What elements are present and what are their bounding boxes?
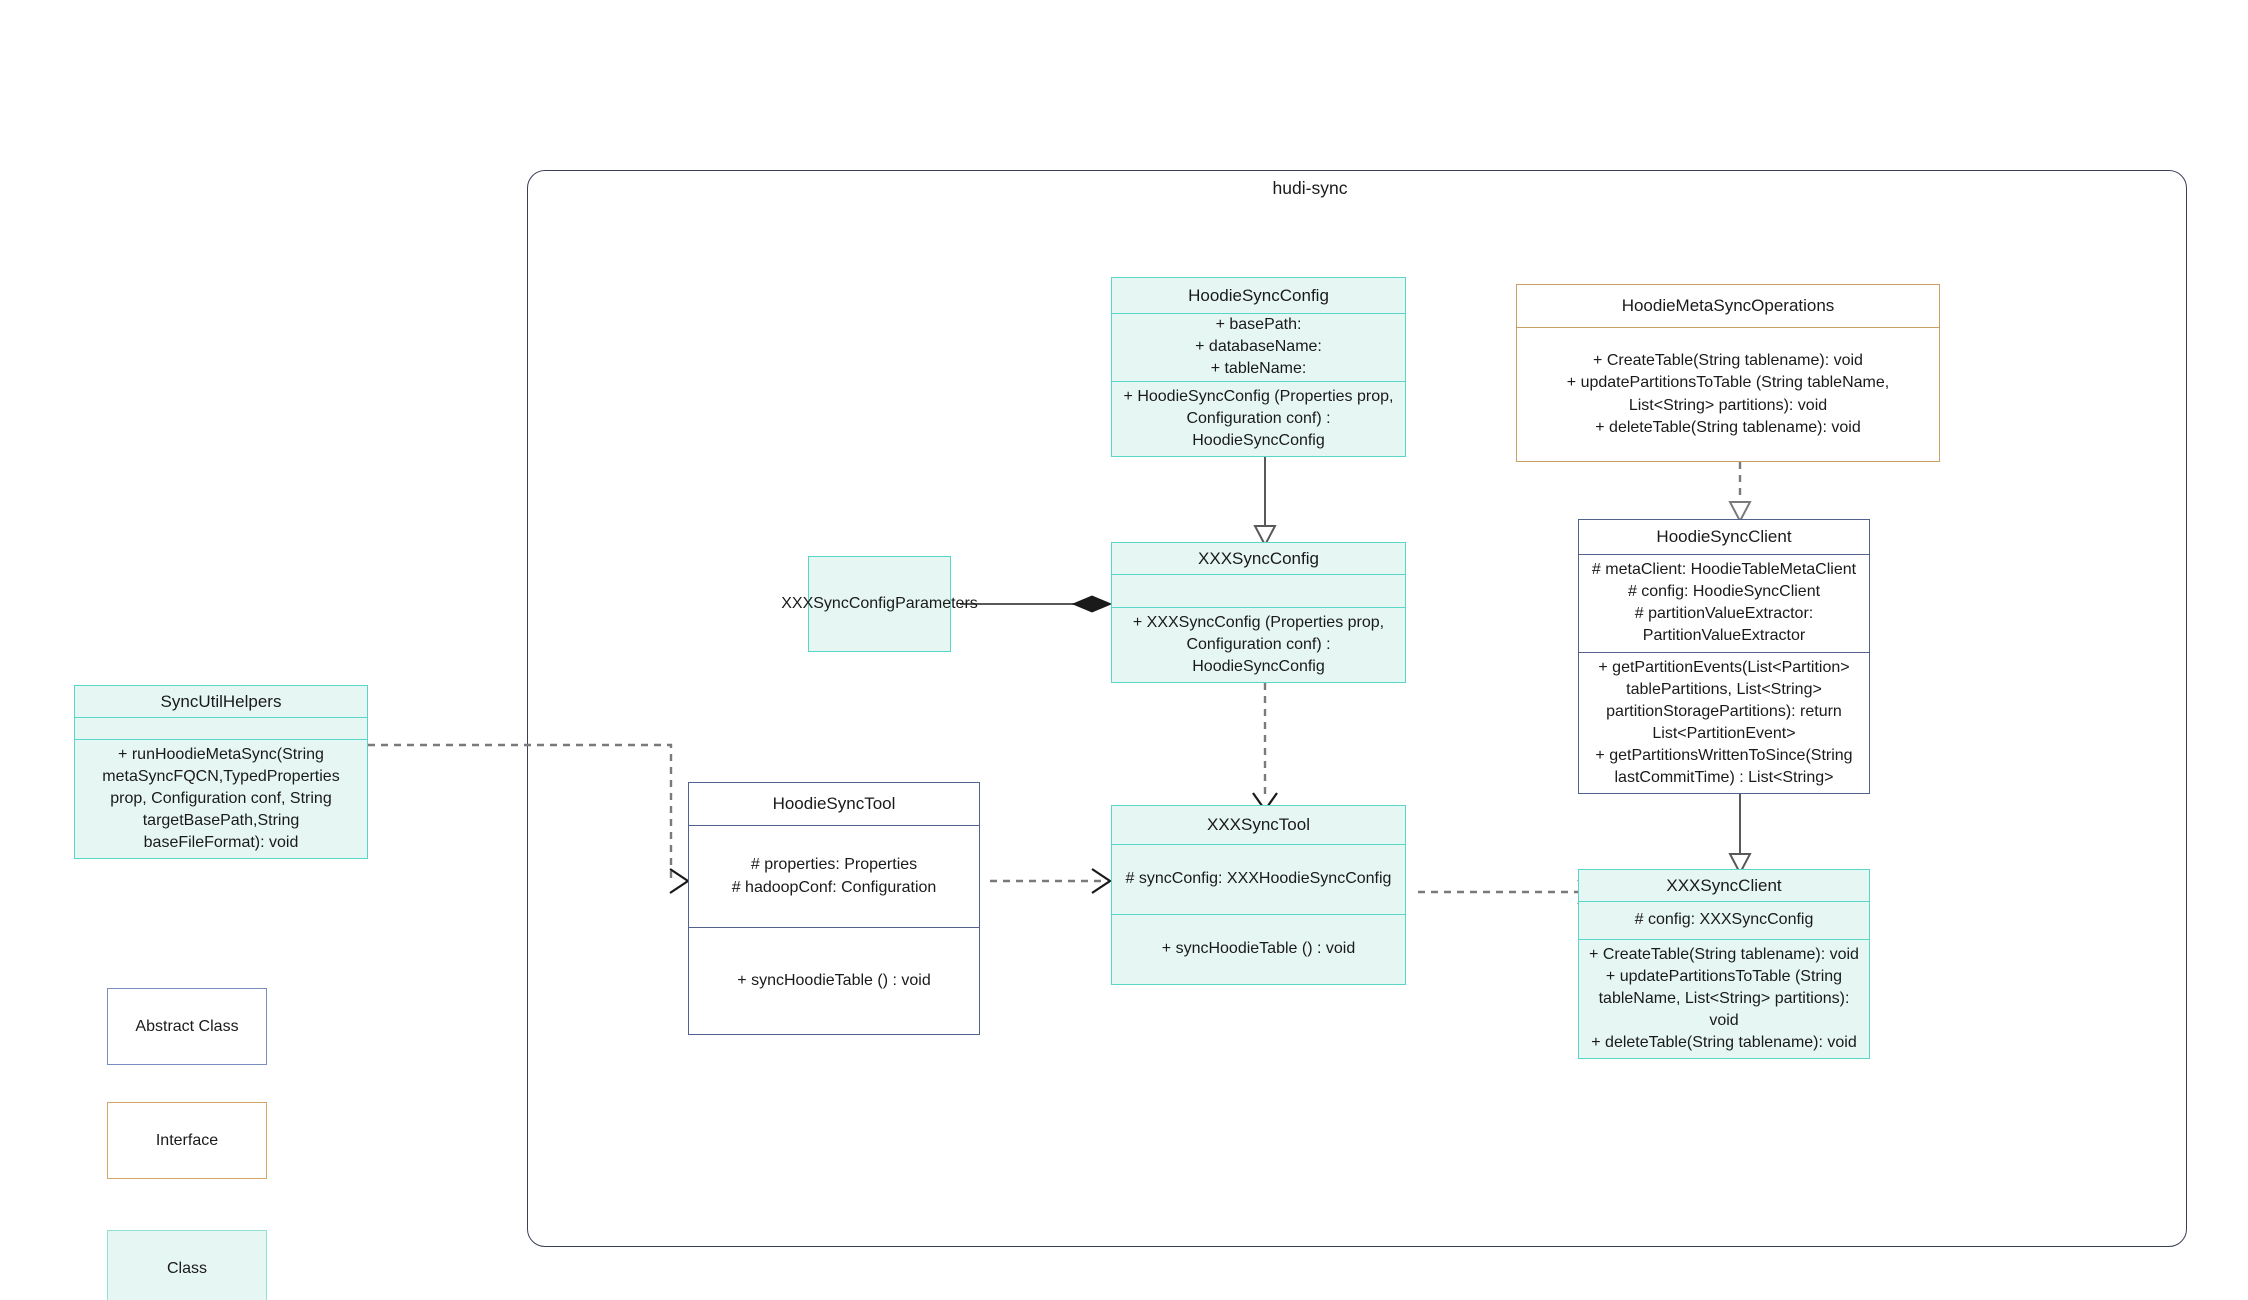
class-attributes-xxxsynctool: # syncConfig: XXXHoodieSyncConfig [1112,844,1405,914]
class-name-hoodiesynctool: HoodieSyncTool [772,794,896,814]
class-name-hoodiemetasyncoperations: HoodieMetaSyncOperations [1621,296,1835,316]
class-methods-hoodiesyncclient: + getPartitionEvents(List<Partition> tab… [1579,651,1869,793]
class-attributes-xxxsyncconfig [1112,574,1405,606]
class-methods-syncutilhelpers: + runHoodieMetaSync(String metaSyncFQCN,… [75,738,367,858]
class-methods-xxxsynctool: + syncHoodieTable () : void [1112,914,1405,984]
class-name-xxxsyncconfigparameters: XXXSyncConfigParameters [781,594,978,612]
class-name-hoodiesyncconfig: HoodieSyncConfig [1188,285,1329,305]
class-box-hoodiesyncclient[interactable]: HoodieSyncClient # metaClient: HoodieTab… [1578,519,1870,794]
class-box-xxxsyncclient[interactable]: XXXSyncClient # config: XXXSyncConfig + … [1578,869,1870,1059]
class-methods-xxxsyncconfig: + XXXSyncConfig (Properties prop, Config… [1112,606,1405,682]
class-box-xxxsyncconfigparameters[interactable]: XXXSyncConfigParameters [781,556,978,652]
class-name-syncutilhelpers: SyncUtilHelpers [160,692,282,711]
class-box-hoodiesyncconfig[interactable]: HoodieSyncConfig + basePath: + databaseN… [1111,277,1406,457]
legend-abstract-class: Abstract Class [107,988,267,1065]
class-name-xxxsyncclient: XXXSyncClient [1666,876,1782,895]
legend-class: Class [107,1230,267,1300]
class-attributes-hoodiesyncconfig: + basePath: + databaseName: + tableName: [1112,312,1405,381]
class-name-hoodiesyncclient: HoodieSyncClient [1656,527,1792,547]
class-attributes-syncutilhelpers [75,717,367,738]
class-box-xxxsyncconfig[interactable]: XXXSyncConfig + XXXSyncConfig (Propertie… [1111,542,1406,683]
class-methods-xxxsyncclient: + CreateTable(String tablename): void + … [1579,938,1869,1058]
class-box-syncutilhelpers[interactable]: SyncUtilHelpers + runHoodieMetaSync(Stri… [74,685,368,859]
package-frame-hudi-sync [527,170,2187,1247]
class-methods-hoodiesynctool: + syncHoodieTable () : void [689,927,979,1034]
legend-interface: Interface [107,1102,267,1179]
class-methods-hoodiesyncconfig: + HoodieSyncConfig (Properties prop, Con… [1112,380,1405,456]
class-box-hoodiemetasyncoperations[interactable]: HoodieMetaSyncOperations + CreateTable(S… [1516,284,1940,462]
class-attributes-xxxsyncclient: # config: XXXSyncConfig [1579,901,1869,938]
class-name-xxxsynctool: XXXSyncTool [1207,815,1310,835]
class-attributes-hoodiesyncclient: # metaClient: HoodieTableMetaClient # co… [1579,554,1869,651]
class-box-hoodiesynctool[interactable]: HoodieSyncTool # properties: Properties … [688,782,980,1035]
package-title: hudi-sync [1272,178,1348,198]
class-methods-hoodiemetasyncoperations: + CreateTable(String tablename): void + … [1517,327,1939,461]
class-attributes-hoodiesynctool: # properties: Properties # hadoopConf: C… [689,825,979,927]
class-name-xxxsyncconfig: XXXSyncConfig [1198,549,1319,568]
class-box-xxxsynctool[interactable]: XXXSyncTool # syncConfig: XXXHoodieSyncC… [1111,805,1406,985]
